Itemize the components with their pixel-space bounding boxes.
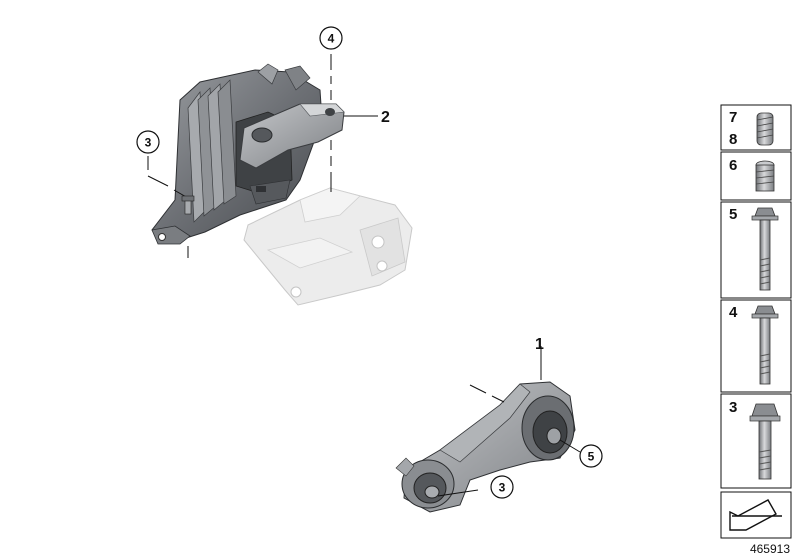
legend-cell-7-8[interactable]: 7 8 xyxy=(720,104,792,151)
legend-label-6: 6 xyxy=(729,157,737,174)
callout-torque-rod-label: 1 xyxy=(535,336,544,353)
callout-rod-bolt-left-label: 3 xyxy=(499,481,506,495)
legend-column: 7 8 6 5 xyxy=(720,104,792,539)
medium-bolt-icon xyxy=(751,305,779,385)
callout-torque-rod[interactable]: 1 xyxy=(535,336,544,353)
legend-label-7: 7 xyxy=(729,109,737,126)
legend-cell-4[interactable]: 4 xyxy=(720,299,792,393)
legend-label-8: 8 xyxy=(729,131,737,148)
long-bolt-icon xyxy=(751,207,779,291)
legend-label-4: 4 xyxy=(729,304,738,321)
legend-cell-direction[interactable] xyxy=(720,491,792,539)
callout-rod-bolt-left[interactable]: 3 xyxy=(490,475,514,499)
threaded-insert-icon xyxy=(756,112,774,146)
callout-engine-mount-label: 2 xyxy=(381,109,390,126)
callout-rod-bolt-right-label: 5 xyxy=(588,450,595,464)
sleeve-nut-icon xyxy=(755,160,775,192)
callout-rod-bolt-right[interactable]: 5 xyxy=(579,444,603,468)
ghost-bracket xyxy=(243,187,413,306)
short-bolt-icon xyxy=(749,403,781,480)
legend-label-3: 3 xyxy=(729,399,737,416)
torque-rod xyxy=(395,381,576,513)
assembly-lines-lower xyxy=(437,346,581,497)
callout-left-bolt-label: 3 xyxy=(145,136,152,150)
callout-upper-bolt[interactable]: 4 xyxy=(319,26,343,50)
legend-cell-3[interactable]: 3 xyxy=(720,393,792,489)
legend-cell-5[interactable]: 5 xyxy=(720,201,792,299)
callout-left-bolt[interactable]: 3 xyxy=(136,130,160,154)
callout-engine-mount[interactable]: 2 xyxy=(381,109,390,126)
assembly-lines-upper xyxy=(147,54,378,258)
legend-label-5: 5 xyxy=(729,206,737,223)
diagram-number: 465913 xyxy=(750,542,790,556)
housing-bolt-icon xyxy=(181,195,195,215)
callout-upper-bolt-label: 4 xyxy=(328,32,335,46)
direction-arrow-icon xyxy=(729,499,782,531)
legend-cell-6[interactable]: 6 xyxy=(720,151,792,201)
engine-mount-assembly xyxy=(147,54,413,306)
mount-housing xyxy=(151,63,345,245)
